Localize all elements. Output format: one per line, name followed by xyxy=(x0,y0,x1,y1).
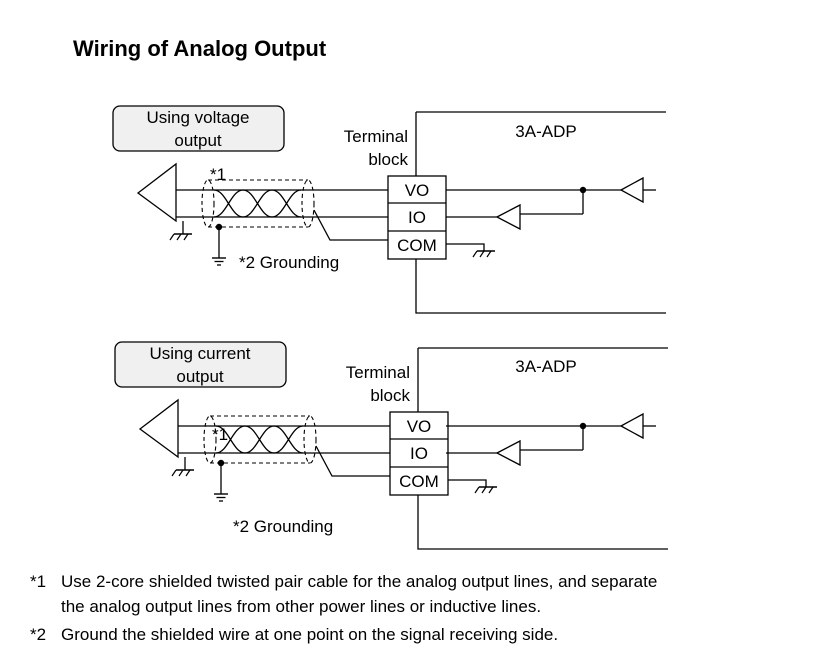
current-terminal-io: IO xyxy=(410,444,428,463)
current-terminal-com: COM xyxy=(399,472,439,491)
voltage-mode-label-line1: Using voltage xyxy=(146,108,249,127)
voltage-internal-circuit xyxy=(445,177,657,230)
voltage-mode-label-line2: output xyxy=(174,131,222,150)
current-internal-circuit xyxy=(445,413,657,466)
voltage-terminal-label-line1: Terminal xyxy=(344,127,408,146)
voltage-grounding-label: *2 Grounding xyxy=(239,253,339,272)
page-title: Wiring of Analog Output xyxy=(73,36,327,61)
current-output-diagram: Using current output Terminal block 3A-A… xyxy=(115,342,668,549)
footnote-1-line1: Use 2-core shielded twisted pair cable f… xyxy=(61,572,658,591)
voltage-output-diagram: Using voltage output Terminal block 3A-A… xyxy=(113,106,666,313)
voltage-terminal-io: IO xyxy=(408,208,426,227)
footnote-1-line2: the analog output lines from other power… xyxy=(61,597,542,616)
current-unit-label: 3A-ADP xyxy=(515,357,576,376)
current-grounding-label: *2 Grounding xyxy=(233,517,333,536)
footnote-2-marker: *2 xyxy=(30,625,47,644)
voltage-cable-note: *1 xyxy=(210,165,226,184)
voltage-unit-label: 3A-ADP xyxy=(515,122,576,141)
footnote-2-line1: Ground the shielded wire at one point on… xyxy=(61,625,559,644)
current-mode-label-line2: output xyxy=(176,367,224,386)
voltage-terminal-com: COM xyxy=(397,236,437,255)
current-cable-note: *1 xyxy=(212,425,228,444)
current-mode-label-line1: Using current xyxy=(149,344,250,363)
current-terminal-vo: VO xyxy=(407,417,432,436)
current-terminal-label-line2: block xyxy=(370,386,410,405)
voltage-terminal-label-line2: block xyxy=(368,150,408,169)
current-terminal-label-line1: Terminal xyxy=(346,363,410,382)
voltage-terminal-vo: VO xyxy=(405,181,430,200)
footnote-1-marker: *1 xyxy=(30,572,47,591)
